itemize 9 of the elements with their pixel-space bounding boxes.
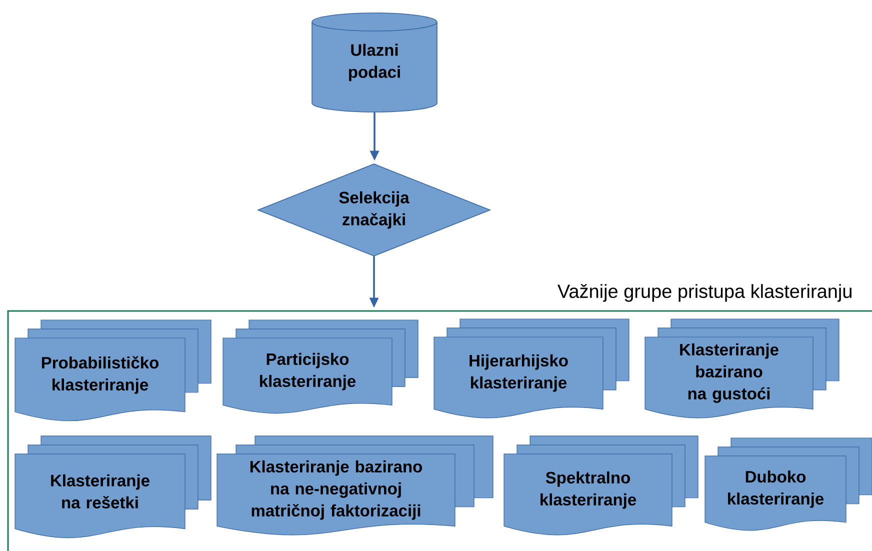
- document-stack: Probabilističko klasteriranje: [14, 320, 212, 422]
- document-stack: Klasteriranje bazirano na ne-negativnoj matričnoj faktorizaciji: [216, 436, 494, 536]
- document-stack: Particijsko klasteriranje: [222, 320, 418, 414]
- document-stack: Hijerarhijsko klasteriranje: [434, 318, 630, 418]
- document-stack: Spektralno klasteriranje: [504, 436, 698, 536]
- document-stack: Klasteriranje na rešetki: [14, 436, 212, 538]
- document-stack: Duboko klasteriranje: [704, 438, 872, 531]
- database-cylinder: Ulazni podaci: [312, 12, 438, 112]
- document-stack: Klasteriranje bazirano na gustoći: [644, 318, 840, 418]
